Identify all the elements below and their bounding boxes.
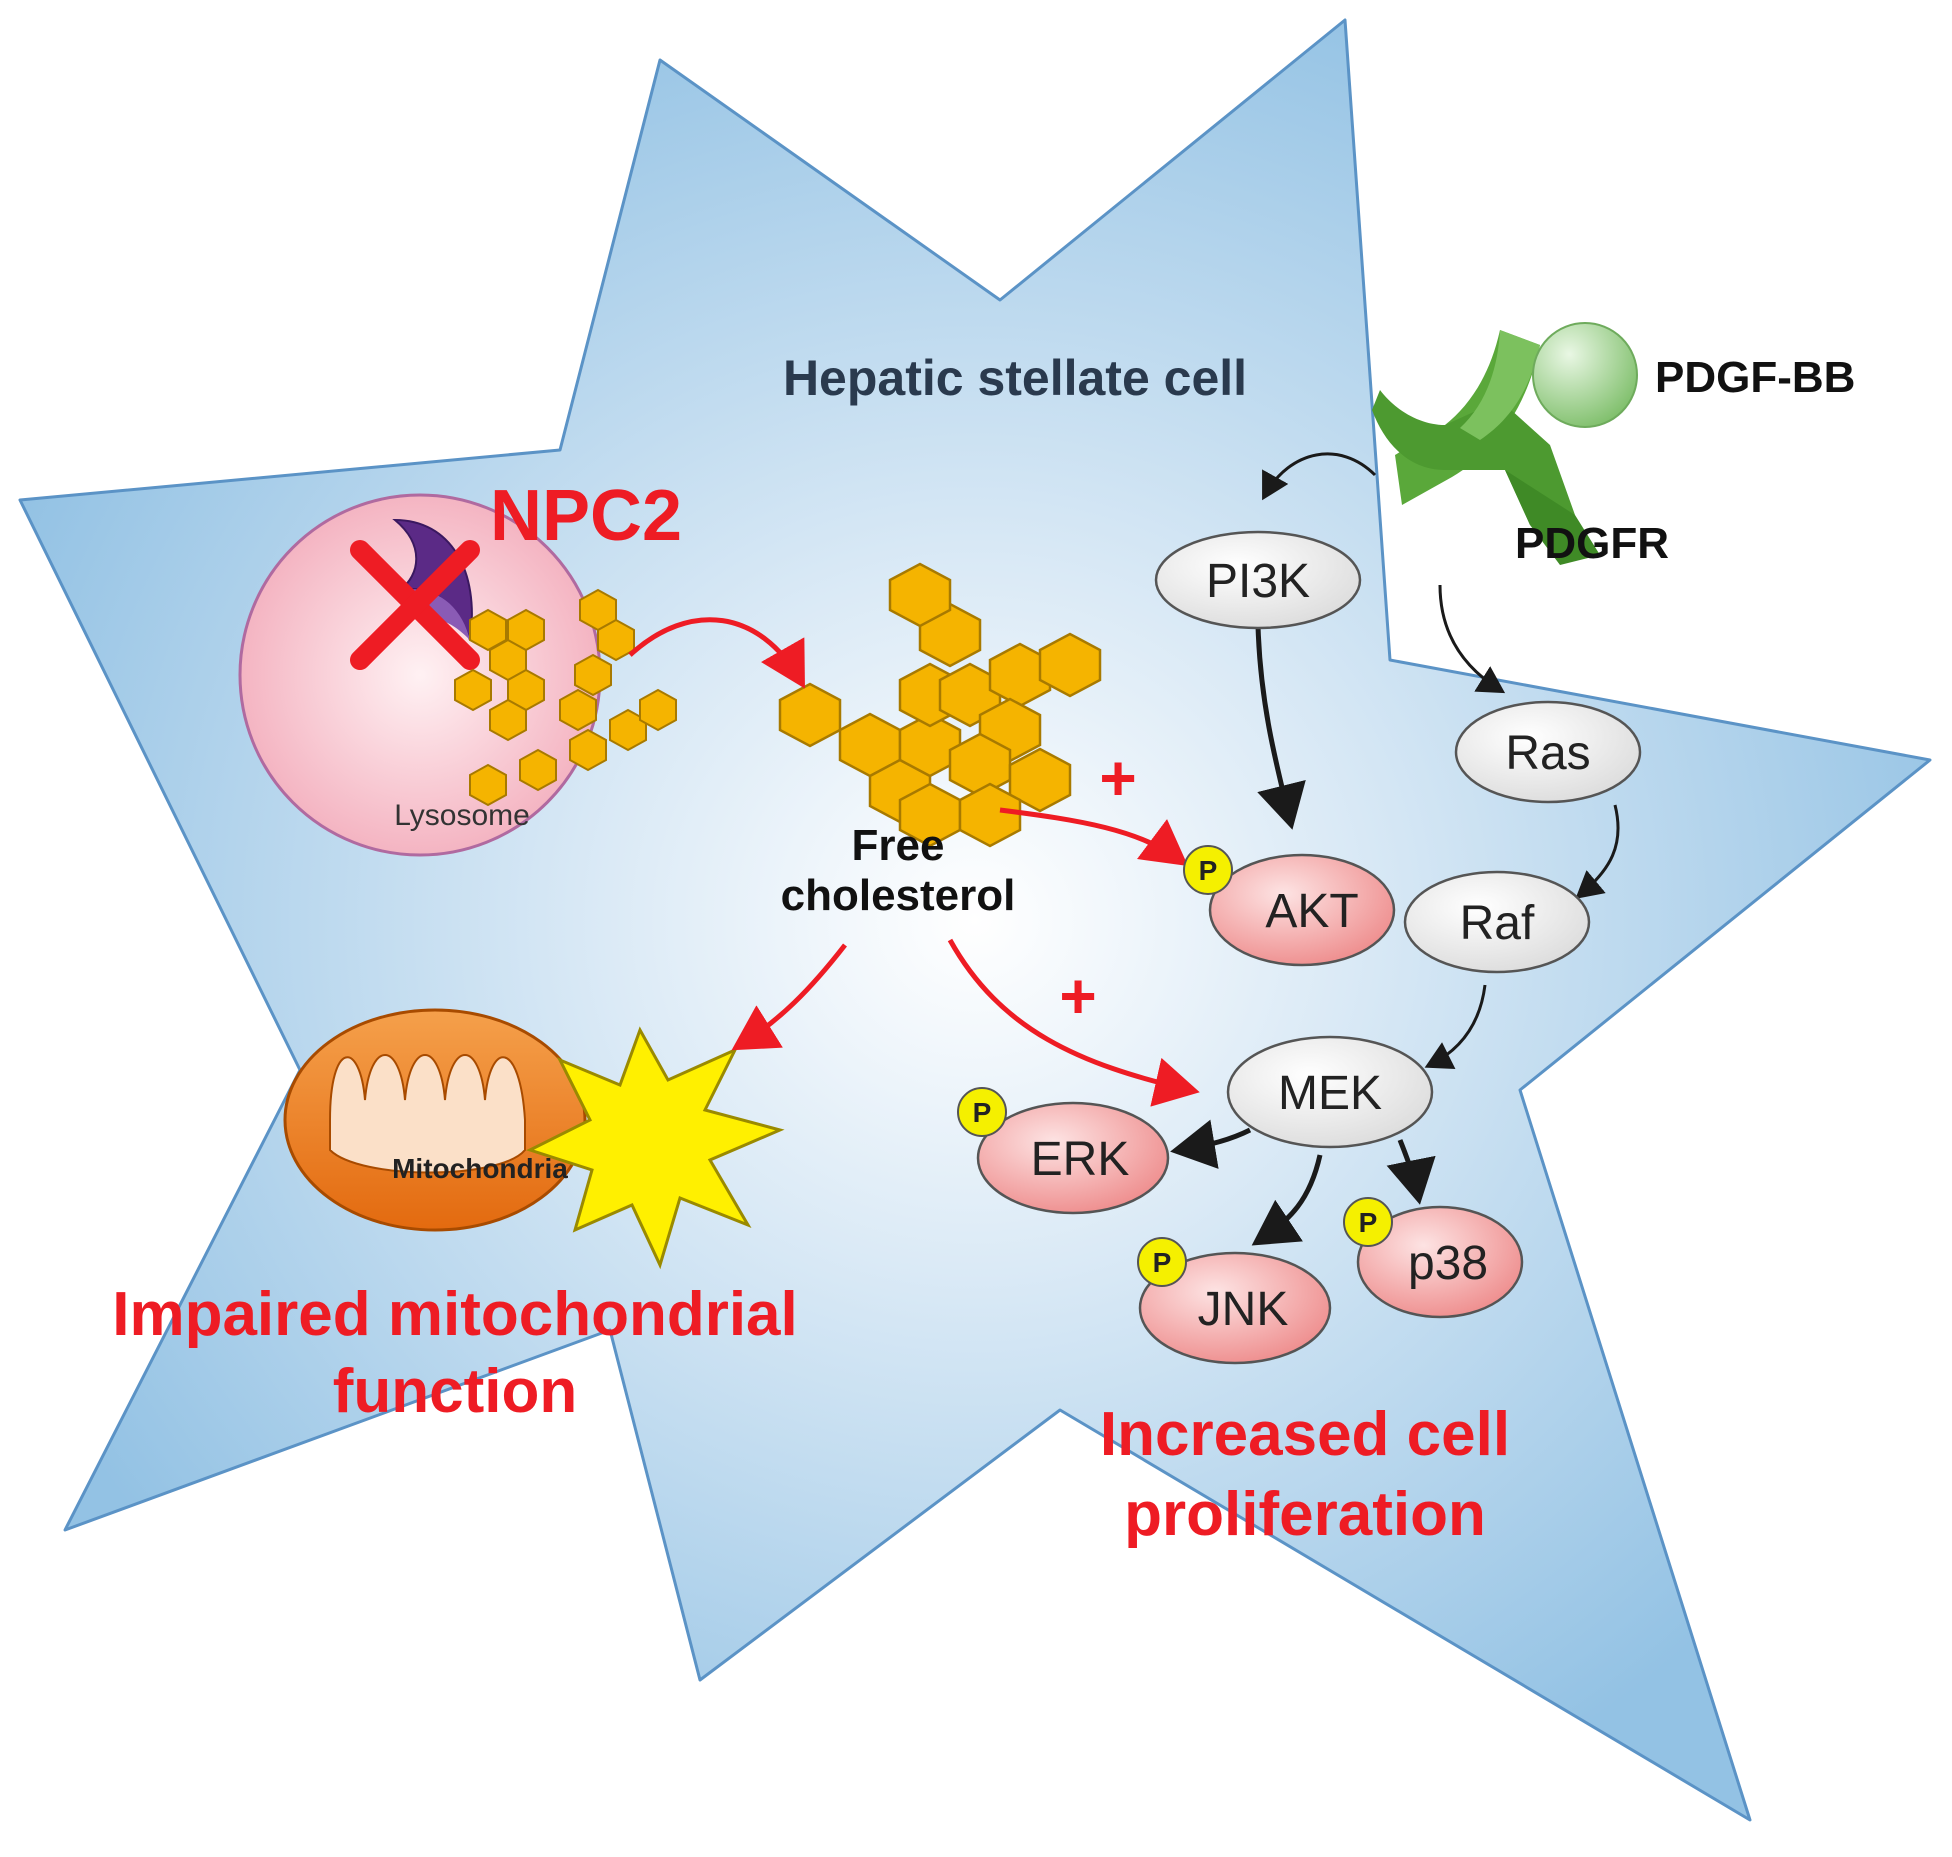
phospho-label-jnk: P	[1153, 1247, 1172, 1278]
plus-akt: +	[1099, 742, 1136, 814]
mitochondria	[283, 1008, 587, 1232]
node-erk: ERK P	[957, 1087, 1170, 1215]
arrow-pdgfr-to-pi3k	[1262, 452, 1377, 501]
node-p38: p38 P	[1343, 1197, 1524, 1319]
arrow-mek-to-p38	[1386, 1139, 1436, 1205]
cell-title: Hepatic stellate cell	[783, 350, 1247, 406]
arrow-mek-to-erk	[1170, 1119, 1252, 1169]
arrow-raf-to-mek	[1424, 984, 1487, 1070]
arrow-cholesterol-to-mek	[947, 938, 1200, 1107]
arrow-mek-to-jnk	[1251, 1154, 1323, 1246]
node-pi3k-label: PI3K	[1206, 555, 1310, 608]
plus-mek: +	[1059, 960, 1096, 1032]
cell-membrane	[18, 18, 1932, 1822]
node-erk-label: ERK	[1031, 1133, 1130, 1186]
node-mek: MEK	[1226, 1035, 1434, 1149]
phospho-label-akt: P	[1199, 855, 1218, 886]
node-jnk-label: JNK	[1198, 1283, 1289, 1336]
phospho-label-p38: P	[1359, 1207, 1378, 1238]
arrow-ras-to-raf	[1575, 804, 1620, 899]
outcome-prolif-line2: proliferation	[1124, 1480, 1486, 1549]
node-ras-label: Ras	[1505, 727, 1590, 780]
phospho-badge-jnk	[1137, 1237, 1187, 1287]
node-akt: AKT P	[1183, 845, 1396, 967]
outcome-mito-line2: function	[333, 1357, 578, 1426]
outcome-prolif-line1: Increased cell	[1100, 1400, 1510, 1469]
arrow-cholesterol-to-mitochondria	[731, 943, 847, 1051]
node-pi3k: PI3K	[1154, 530, 1362, 630]
damage-burst-icon	[526, 1026, 785, 1270]
node-jnk: JNK P	[1137, 1237, 1332, 1365]
arrow-lysosome-to-cholesterol	[628, 617, 805, 689]
free-cholesterol-label-1: Free	[852, 821, 945, 870]
lysosome-label: Lysosome	[394, 799, 530, 832]
lysosome-cholesterol-icon	[454, 588, 677, 807]
free-cholesterol-icon	[778, 562, 1102, 848]
node-mek-label: MEK	[1278, 1067, 1382, 1120]
pdgf-bb-label: PDGF-BB	[1655, 353, 1855, 402]
pdgf-bb-ligand	[1532, 322, 1638, 428]
arrow-cholesterol-to-akt	[999, 807, 1189, 866]
outcome-mito-line1: Impaired mitochondrial	[112, 1280, 798, 1349]
arrow-pi3k-to-akt	[1255, 624, 1306, 830]
node-raf: Raf	[1403, 870, 1591, 974]
free-cholesterol-label-2: cholesterol	[781, 871, 1016, 920]
pdgfr-receptor	[1372, 330, 1600, 565]
node-ras: Ras	[1454, 700, 1642, 804]
phospho-badge-p38	[1343, 1197, 1393, 1247]
phospho-label-erk: P	[973, 1097, 992, 1128]
block-x-icon	[350, 540, 480, 670]
phospho-badge-akt	[1183, 845, 1233, 895]
mitochondria-label: Mitochondria	[392, 1153, 568, 1184]
npc2-label: NPC2	[490, 476, 682, 556]
node-akt-label: AKT	[1265, 885, 1358, 938]
node-p38-label: p38	[1408, 1237, 1488, 1290]
arrow-pdgfr-to-ras	[1438, 584, 1506, 694]
phospho-badge-erk	[957, 1087, 1007, 1137]
pdgfr-label: PDGFR	[1515, 519, 1669, 568]
node-raf-label: Raf	[1460, 897, 1535, 950]
